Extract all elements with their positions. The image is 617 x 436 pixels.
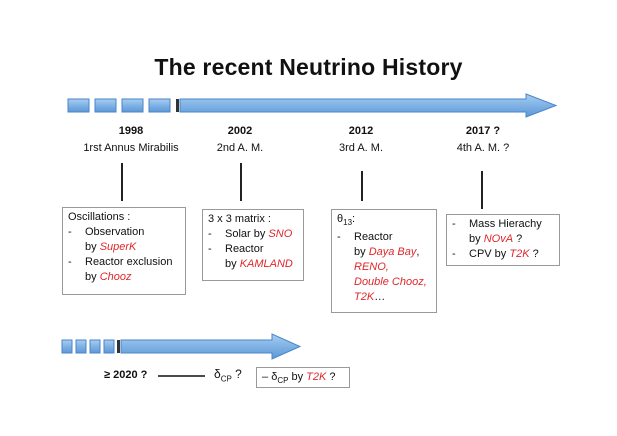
box3-item1-text: Reactor [354, 231, 393, 244]
milestone-label-1998: 1rst Annus Mirabilis [83, 142, 179, 154]
box2-item2-by: by [225, 258, 240, 270]
box4-experiment-nova: NOvA [483, 233, 514, 245]
timeline-segment-4 [148, 98, 171, 113]
bottom-delta-symbol: δ [214, 367, 221, 381]
box3-experiment-doublechooz: Double Chooz, [354, 276, 427, 289]
box3-item1-dash: - [337, 231, 341, 244]
box1-item2-dash: - [68, 256, 72, 268]
milestone-year-2002: 2002 [227, 125, 253, 137]
box2-item2-text: Reactor [225, 243, 264, 255]
connector-line-2002 [240, 163, 242, 201]
bottom-arrow [120, 333, 302, 360]
box3-theta-colon: : [352, 213, 356, 225]
box3-line2-by: by [354, 246, 369, 259]
connector-line-1998 [121, 163, 123, 201]
bottom-marker [117, 340, 120, 353]
timeline-segment-1 [67, 98, 90, 113]
box4-item1-text: Mass Hierachy [469, 218, 542, 230]
box1-item1-by: by [85, 241, 100, 253]
bottom-delta-sub: CP [220, 374, 232, 384]
milestone-year-2012: 2012 [348, 125, 374, 137]
box1-item1-text: Observation [85, 226, 145, 238]
timeline-marker [176, 99, 179, 112]
milestone-label-2012: 3rd A. M. [338, 142, 384, 154]
box2-item1-experiment: SNO [268, 228, 293, 240]
box1-item2-by: by [85, 271, 100, 283]
box2-item1-dash: - [208, 228, 212, 240]
box3-experiment-dayabay: Daya Bay [368, 246, 417, 259]
timeline-segment-3 [121, 98, 144, 113]
bottom-segment-3 [89, 339, 101, 354]
bottom-box-by: by [288, 371, 307, 383]
timeline-segment-2 [94, 98, 117, 113]
box-matrix: 3 x 3 matrix : - Solar by SNO - Reactor by… [202, 209, 304, 281]
bottom-segment-4 [103, 339, 115, 354]
milestone-label-2017: 4th A. M. ? [456, 142, 510, 154]
box1-item1-dash: - [68, 226, 72, 238]
bottom-box-dash: – [262, 371, 269, 383]
bottom-delta-cp: δCP ? [214, 367, 242, 383]
milestone-label-2002: 2nd A. M. [216, 142, 264, 154]
box1-item1-experiment: SuperK [99, 241, 137, 253]
box3-experiment-reno: RENO, [354, 261, 389, 274]
box4-item1-tail: ? [513, 233, 523, 245]
bottom-segment-1 [61, 339, 73, 354]
bottom-segment-2 [75, 339, 87, 354]
bottom-delta-tail: ? [231, 367, 242, 381]
milestone-year-1998: 1998 [118, 125, 144, 137]
box-mass-hierarchy: - Mass Hierachy by NOvA ? - CPV by T2K ? [446, 214, 560, 266]
page-title: The recent Neutrino History [154, 54, 463, 80]
milestone-year-2017: 2017 ? [465, 125, 501, 137]
box4-item2-dash: - [452, 248, 456, 260]
connector-line-2017 [481, 171, 483, 209]
box4-item2-tail: ? [529, 248, 539, 260]
box2-heading: 3 x 3 matrix : [208, 213, 271, 225]
connector-line-2012 [361, 171, 363, 201]
timeline-arrow [179, 93, 558, 118]
box4-item1-by: by [469, 233, 484, 245]
bottom-box-delta-sub: CP [277, 376, 289, 386]
box1-heading: Oscillations : [68, 211, 131, 223]
bottom-box-tail: ? [326, 371, 336, 383]
box4-experiment-t2k: T2K [509, 248, 530, 260]
box3-line5-ellipsis: … [374, 291, 386, 304]
box3-theta: θ [337, 213, 344, 225]
box2-item2-dash: - [208, 243, 212, 255]
box4-item2-text: CPV by [469, 248, 510, 260]
box1-item2-text: Reactor exclusion [85, 256, 173, 268]
box1-item2-experiment: Chooz [99, 271, 132, 283]
box-oscillations: Oscillations : - Observation by SuperK - R… [62, 207, 186, 295]
box-delta-cp: – δCP by T2K ? [256, 367, 350, 388]
bottom-year: ≥ 2020 ? [104, 369, 148, 381]
box2-item2-experiment: KAMLAND [239, 258, 293, 270]
box2-item1-text: Solar by [225, 228, 269, 240]
box3-theta-sub: 13 [343, 218, 353, 228]
box3-line2-comma: , [416, 246, 420, 259]
box3-experiment-t2k: T2K [354, 291, 375, 304]
bottom-box-experiment-t2k: T2K [306, 371, 327, 383]
box4-item1-dash: - [452, 218, 456, 230]
box-theta13: θ13: -Reactor by Daya Bay, RENO, Double … [331, 209, 437, 313]
bottom-box-delta: δ [271, 371, 278, 383]
